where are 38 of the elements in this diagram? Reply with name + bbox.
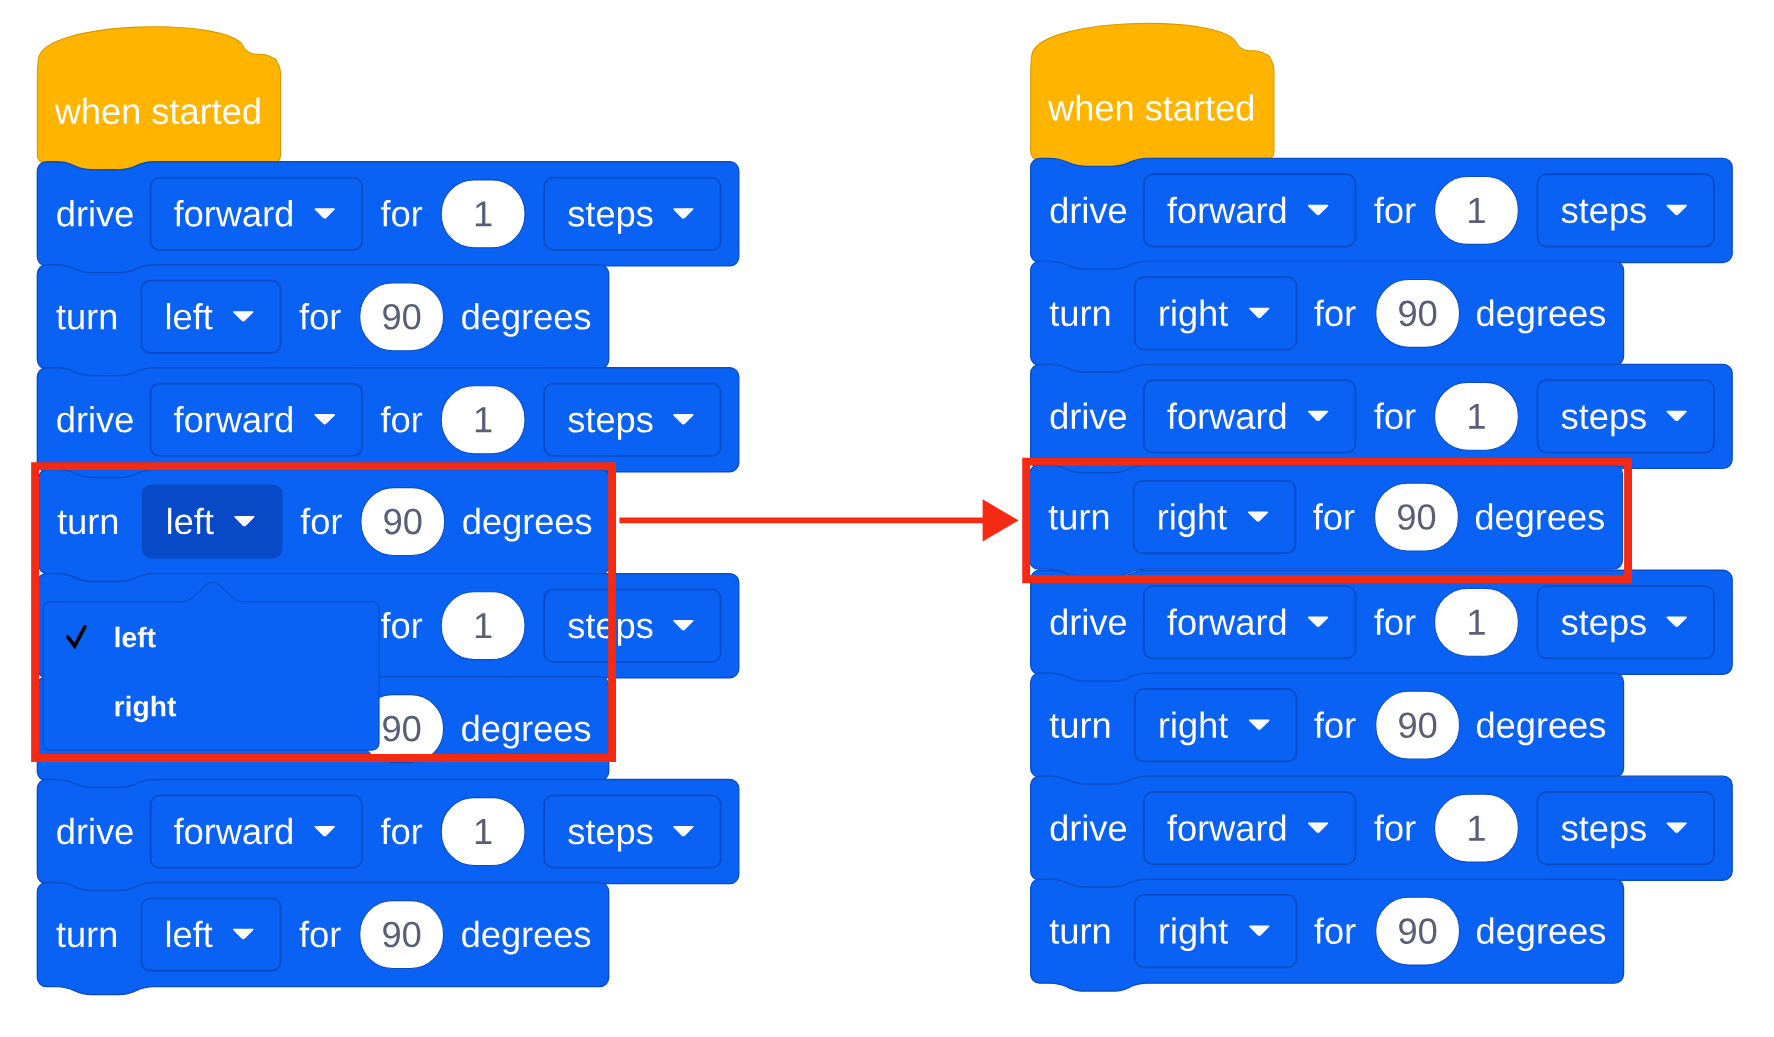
dropdown: forward [149, 382, 363, 457]
number-field: 90 [359, 282, 445, 352]
number-field: 1 [440, 590, 526, 660]
number-field: 1 [440, 385, 526, 455]
number-field: 1 [1434, 175, 1519, 245]
dropdown: right [1132, 479, 1297, 554]
dropdown: steps [1536, 790, 1715, 866]
dropdown: left [140, 279, 282, 354]
dropdown: forward [1142, 379, 1357, 454]
number-field: 90 [1375, 896, 1461, 966]
dropdown: forward [1142, 173, 1357, 248]
number-field: 1 [440, 179, 526, 249]
dropdown: forward [1142, 790, 1357, 866]
dropdown: right [1133, 687, 1298, 763]
dropdown: steps [1536, 379, 1715, 454]
number-field: 90 [1374, 482, 1459, 552]
dropdown: left [140, 897, 282, 972]
dropdown: right [1133, 276, 1298, 351]
dropdown: right [1133, 893, 1298, 968]
number-field: 90 [1375, 690, 1461, 760]
number-field: 1 [1434, 587, 1519, 657]
number-field: 1 [440, 796, 526, 866]
hat-block: when started [36, 26, 282, 178]
dropdown: forward [1142, 584, 1357, 660]
dropdown: steps [1536, 584, 1715, 660]
number-field: 1 [1434, 793, 1519, 863]
dropdown: steps [543, 176, 722, 251]
dropdown: forward [149, 176, 363, 251]
dropdown: steps [543, 794, 722, 869]
dropdown: steps [543, 382, 722, 457]
dropdown: left [141, 484, 283, 559]
number-field: 90 [1375, 278, 1461, 348]
dropdown: steps [1536, 173, 1715, 248]
number-field: 1 [1434, 381, 1519, 451]
hat-block: when started [1030, 22, 1275, 175]
number-field: 90 [359, 899, 445, 969]
number-field: 90 [360, 486, 446, 556]
dropdown: forward [149, 794, 363, 869]
